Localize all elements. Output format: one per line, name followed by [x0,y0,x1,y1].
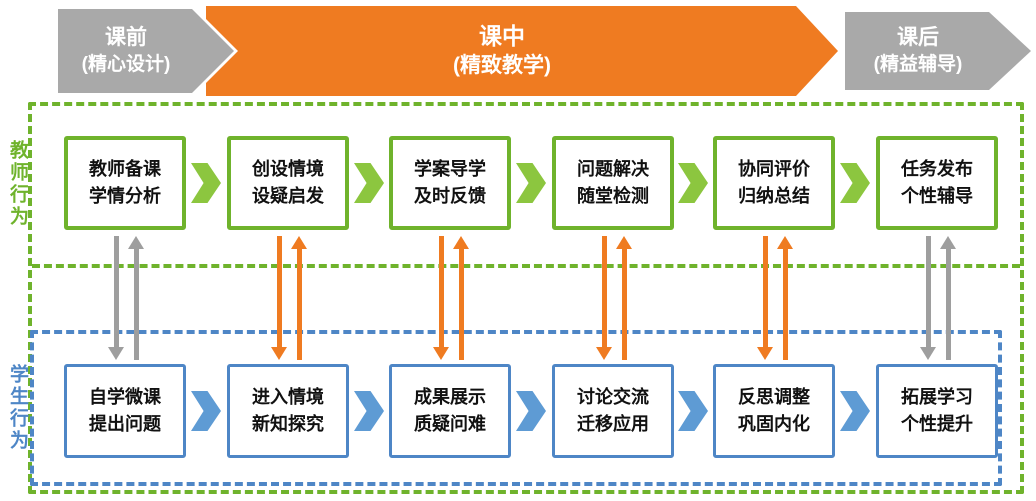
box-line2: 及时反馈 [414,186,486,206]
banner-arrow-shape [206,6,838,96]
down-arrow-icon [271,236,287,360]
student-box-5: 反思调整 巩固内化 [713,364,835,458]
banner-line2: (精致教学) [453,54,551,78]
banner-line1: 课后 [897,26,939,49]
box-line2: 归纳总结 [738,186,810,206]
box-line2: 迁移应用 [577,414,649,434]
box-line2: 质疑问难 [414,414,486,434]
outer-green-dashed-border [28,102,1024,494]
student-box-2: 进入情境 新知探究 [227,364,349,458]
box-line1: 成果展示 [414,387,486,407]
teacher-box-1: 教师备课 学情分析 [64,136,186,230]
down-arrow-icon [433,236,449,360]
box-line1: 创设情境 [252,159,324,179]
exchange-arrows-col-2 [271,236,307,360]
student-lane-dashed-border [30,330,1002,486]
banner-post-class-text: 课后 (精益辅导) [845,12,1031,90]
box-line1: 协同评价 [738,159,810,179]
exchange-arrows-col-4 [596,236,632,360]
box-line2: 随堂检测 [577,186,649,206]
up-arrow-icon [777,236,793,360]
teacher-box-2: 创设情境 设疑启发 [227,136,349,230]
box-line2: 新知探究 [252,414,324,434]
box-line2: 提出问题 [89,414,161,434]
banner-arrow-shape [58,9,234,93]
exchange-arrows-col-5 [757,236,793,360]
exchange-arrows-col-6 [920,236,956,360]
up-arrow-icon [128,236,144,360]
box-line1: 反思调整 [738,387,810,407]
exchange-arrows-col-1 [108,236,144,360]
box-line2: 学情分析 [89,186,161,206]
box-line1: 教师备课 [89,159,161,179]
teacher-box-5: 协同评价 归纳总结 [713,136,835,230]
teacher-box-6: 任务发布 个性辅导 [876,136,998,230]
up-arrow-icon [453,236,469,360]
banner-line1: 课前 [105,26,147,49]
box-line1: 进入情境 [252,387,324,407]
box-line2: 个性提升 [901,414,973,434]
banner-pre-class-text: 课前 (精心设计) [58,9,234,93]
banner-arrow-shape [845,12,1031,90]
banner-in-class-text: 课中 (精致教学) [206,6,838,96]
up-arrow-icon [616,236,632,360]
box-line1: 任务发布 [901,159,973,179]
box-line1: 拓展学习 [901,387,973,407]
up-arrow-icon [291,236,307,360]
banner-line2: (精益辅导) [873,54,963,76]
teacher-lane-bottom-border [32,264,1020,268]
box-line2: 设疑启发 [252,186,324,206]
down-arrow-icon [920,236,936,360]
teacher-lane-label: 教师行为 [7,140,28,228]
up-arrow-icon [940,236,956,360]
box-line2: 巩固内化 [738,414,810,434]
down-arrow-icon [757,236,773,360]
box-line1: 讨论交流 [577,387,649,407]
banner-line2: (精心设计) [81,54,171,76]
student-box-6: 拓展学习 个性提升 [876,364,998,458]
student-box-1: 自学微课 提出问题 [64,364,186,458]
banner-post-class: 课后 (精益辅导) [845,12,1031,90]
box-line2: 个性辅导 [901,186,973,206]
student-lane-label: 学生行为 [7,364,28,452]
teacher-box-3: 学案导学 及时反馈 [389,136,511,230]
box-line1: 学案导学 [414,159,486,179]
down-arrow-icon [108,236,124,360]
box-line1: 问题解决 [577,159,649,179]
exchange-arrows-col-3 [433,236,469,360]
student-box-4: 讨论交流 迁移应用 [552,364,674,458]
student-box-3: 成果展示 质疑问难 [389,364,511,458]
banner-in-class: 课中 (精致教学) [206,6,838,96]
box-line1: 自学微课 [89,387,161,407]
banner-line1: 课中 [479,23,525,50]
teacher-box-4: 问题解决 随堂检测 [552,136,674,230]
down-arrow-icon [596,236,612,360]
banner-pre-class: 课前 (精心设计) [58,9,234,93]
